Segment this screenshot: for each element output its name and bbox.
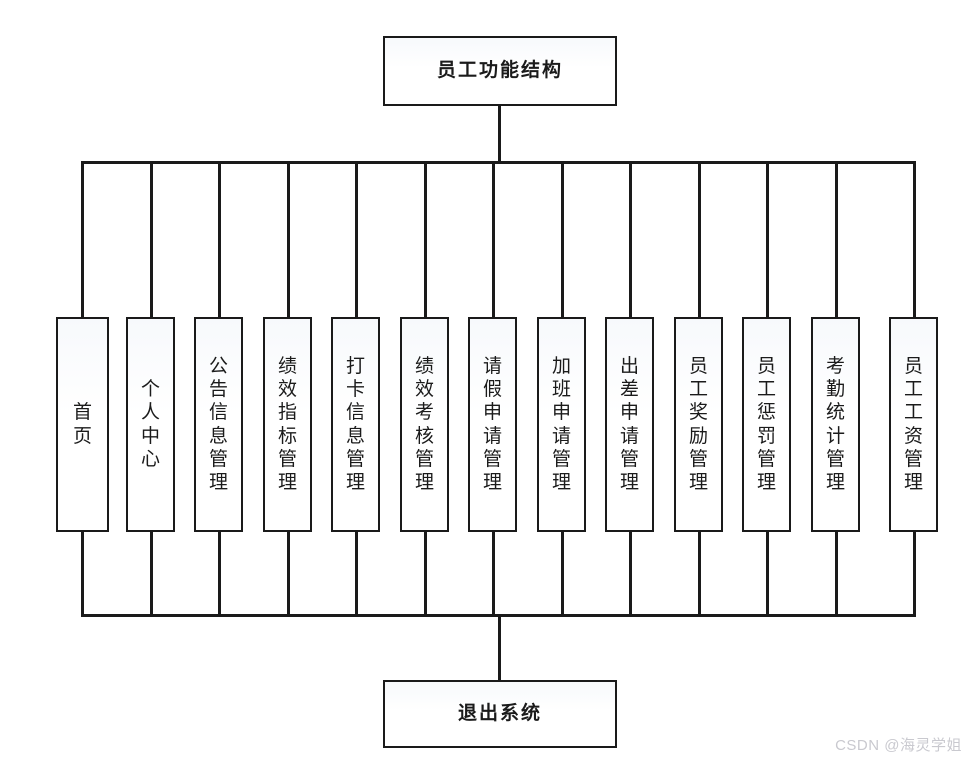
- connector-bottom-10: [698, 531, 701, 616]
- node-leaf-1[interactable]: 首页: [56, 317, 109, 532]
- connector-top-4: [287, 161, 290, 318]
- node-leaf-13-label: 员工工资管理: [903, 355, 923, 493]
- connector-top-2: [150, 161, 153, 318]
- connector-bottom-12: [835, 531, 838, 616]
- node-leaf-11-label: 员工惩罚管理: [756, 355, 776, 493]
- node-leaf-7-label: 请假申请管理: [482, 355, 502, 493]
- connector-bus-to-exit: [498, 614, 501, 680]
- node-leaf-8-label: 加班申请管理: [551, 355, 571, 493]
- node-leaf-7[interactable]: 请假申请管理: [468, 317, 517, 532]
- node-leaf-2[interactable]: 个人中心: [126, 317, 175, 532]
- watermark-text: CSDN @海灵学姐: [835, 737, 962, 754]
- node-leaf-4-label: 绩效指标管理: [277, 355, 297, 493]
- node-leaf-9[interactable]: 出差申请管理: [605, 317, 654, 532]
- node-leaf-8[interactable]: 加班申请管理: [537, 317, 586, 532]
- node-leaf-5-label: 打卡信息管理: [345, 355, 365, 493]
- node-leaf-11[interactable]: 员工惩罚管理: [742, 317, 791, 532]
- connector-bottom-2: [150, 531, 153, 616]
- connector-top-1: [81, 161, 84, 318]
- node-leaf-13[interactable]: 员工工资管理: [889, 317, 938, 532]
- bus-line-top: [81, 161, 916, 164]
- connector-top-9: [629, 161, 632, 318]
- connector-top-12: [835, 161, 838, 318]
- node-leaf-12-label: 考勤统计管理: [825, 355, 845, 493]
- node-leaf-5[interactable]: 打卡信息管理: [331, 317, 380, 532]
- node-leaf-10-label: 员工奖励管理: [688, 355, 708, 493]
- node-exit[interactable]: 退出系统: [383, 680, 617, 748]
- node-leaf-2-label: 个人中心: [140, 379, 160, 470]
- node-leaf-4[interactable]: 绩效指标管理: [263, 317, 312, 532]
- node-leaf-1-label: 首页: [72, 402, 92, 447]
- node-root-label: 员工功能结构: [436, 59, 563, 81]
- node-leaf-10[interactable]: 员工奖励管理: [674, 317, 723, 532]
- node-leaf-6-label: 绩效考核管理: [414, 355, 434, 493]
- connector-top-11: [766, 161, 769, 318]
- node-leaf-9-label: 出差申请管理: [619, 355, 639, 493]
- connector-bottom-8: [561, 531, 564, 616]
- node-leaf-12[interactable]: 考勤统计管理: [811, 317, 860, 532]
- connector-top-13: [913, 161, 916, 318]
- connector-top-6: [424, 161, 427, 318]
- connector-top-3: [218, 161, 221, 318]
- connector-bottom-9: [629, 531, 632, 616]
- connector-top-8: [561, 161, 564, 318]
- connector-bottom-4: [287, 531, 290, 616]
- connector-bottom-3: [218, 531, 221, 616]
- connector-bottom-7: [492, 531, 495, 616]
- node-root[interactable]: 员工功能结构: [383, 36, 617, 106]
- node-leaf-6[interactable]: 绩效考核管理: [400, 317, 449, 532]
- connector-bottom-6: [424, 531, 427, 616]
- node-exit-label: 退出系统: [457, 702, 542, 724]
- connector-top-10: [698, 161, 701, 318]
- connector-bottom-13: [913, 531, 916, 616]
- connector-bottom-5: [355, 531, 358, 616]
- connector-root-to-bus: [498, 104, 501, 164]
- connector-top-7: [492, 161, 495, 318]
- connector-top-5: [355, 161, 358, 318]
- node-leaf-3-label: 公告信息管理: [208, 355, 228, 493]
- node-leaf-3[interactable]: 公告信息管理: [194, 317, 243, 532]
- connector-bottom-1: [81, 531, 84, 616]
- connector-bottom-11: [766, 531, 769, 616]
